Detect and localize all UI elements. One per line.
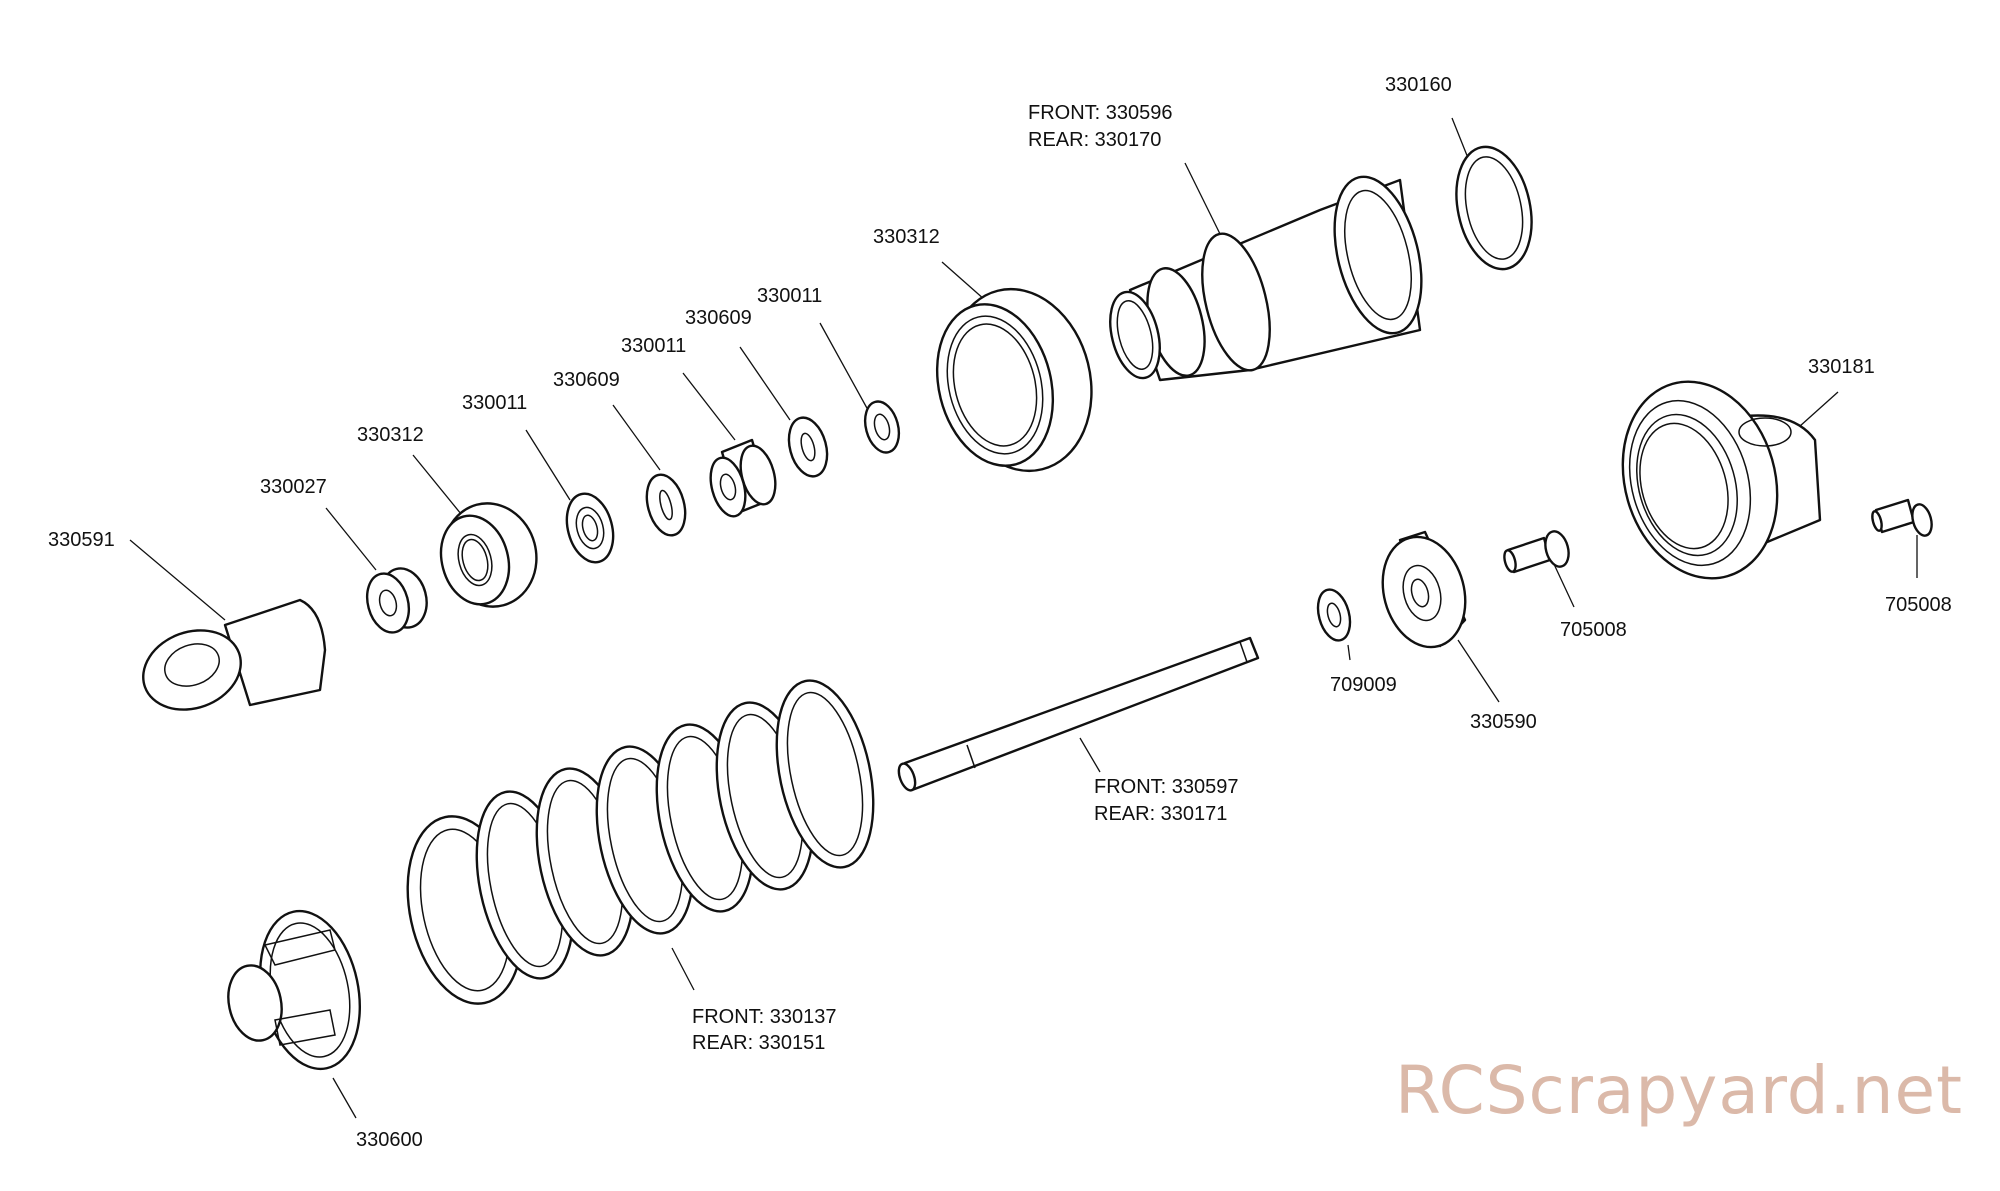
leader-330011-a (819, 322, 869, 411)
label-spring-front: FRONT: 330137 (692, 1006, 837, 1028)
leader-330597 (1079, 737, 1101, 773)
leader-330011-c (525, 429, 571, 501)
label-705008-right: 705008 (1885, 594, 1952, 616)
label-330027: 330027 (260, 476, 327, 498)
piston-washer-part (1316, 588, 1352, 642)
collar-nut-top-part (935, 287, 1093, 473)
leader-330312-top (941, 261, 986, 301)
leader-705008-mid (1552, 561, 1575, 608)
label-330160: 330160 (1385, 74, 1452, 96)
label-330591: 330591 (48, 529, 115, 551)
label-330312-top: 330312 (873, 226, 940, 248)
label-330609-a: 330609 (685, 307, 752, 329)
leader-330137 (671, 947, 695, 991)
label-shock-body-front: FRONT: 330596 (1028, 102, 1173, 124)
leader-330609-b (612, 404, 661, 471)
label-shaft-rear: REAR: 330171 (1094, 803, 1228, 825)
oring-330609-b-part (645, 473, 687, 537)
label-shock-body-rear: REAR: 330170 (1028, 129, 1162, 151)
leader-330011-b (682, 372, 736, 441)
screw-piston-part (1503, 530, 1570, 574)
watermark: RCScrapyard.net (1395, 1052, 1963, 1129)
label-330609-b: 330609 (553, 369, 620, 391)
shock-cap-part (1621, 380, 1822, 580)
label-330011-a: 330011 (757, 285, 823, 307)
o-ring-part (1455, 145, 1533, 271)
spring-collar-part (227, 909, 362, 1071)
label-330011-c: 330011 (462, 392, 528, 414)
label-705008-mid: 705008 (1560, 619, 1627, 641)
label-330600: 330600 (356, 1129, 423, 1151)
piston-part (1381, 530, 1467, 649)
label-330590: 330590 (1470, 711, 1537, 733)
leader-330600 (332, 1077, 357, 1119)
label-330312-bottom: 330312 (357, 424, 424, 446)
leader-330590 (1457, 639, 1500, 703)
leader-330027 (325, 507, 377, 571)
leader-709009 (1347, 644, 1351, 661)
label-shaft-front: FRONT: 330597 (1094, 776, 1239, 798)
leader-330596 (1184, 162, 1224, 241)
bump-stop-part (365, 567, 428, 634)
label-330181: 330181 (1808, 356, 1875, 378)
shaft-part (897, 636, 1260, 792)
label-spring-rear: REAR: 330151 (692, 1032, 826, 1054)
bushing-330011-b-part (709, 438, 777, 518)
leader-330609-a (739, 346, 791, 421)
shock-body-part (1109, 175, 1423, 382)
label-709009: 709009 (1330, 674, 1397, 696)
screw-cap-part (1871, 498, 1933, 537)
washer-330011-c-part (565, 492, 615, 564)
label-330011-b: 330011 (621, 335, 687, 357)
leader-330591 (129, 539, 226, 621)
spring-part (406, 679, 875, 1005)
oring-330609-a-part (787, 416, 829, 478)
nut-bottom-part (439, 502, 538, 608)
rod-end-part (142, 598, 327, 711)
leader-330160 (1451, 117, 1469, 159)
leader-lines (129, 117, 1918, 1119)
washer-330011-a-part (863, 400, 901, 454)
